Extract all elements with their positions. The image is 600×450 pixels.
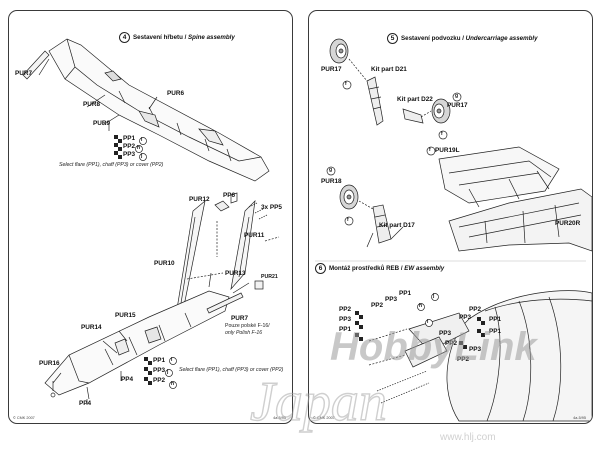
part-label-pp3: PP3 (123, 151, 136, 158)
part-label-pp3-bottom: PP3 (153, 367, 166, 374)
part-label-pp4-b: PP4 (79, 400, 92, 407)
spine-assembly-drawing (22, 38, 280, 405)
step-ref-g-a: g (455, 93, 459, 99)
part-label-pur19l: PUR19L (435, 147, 460, 154)
part-label-pp2-e: PP2 (457, 356, 470, 363)
step-ref-h-a: h (419, 303, 423, 309)
step-ref-i-a: i (427, 319, 429, 325)
part-label-pp2-bottom: PP2 (153, 377, 166, 384)
part-label-pur18: PUR18 (321, 178, 342, 185)
step-ref-f-c: f (429, 147, 431, 153)
section-4-title-cz: Sestavení hřbetu / (133, 34, 189, 42)
part-label-pur7-bottom: PUR7 (231, 315, 249, 322)
part-label-pp2-b: PP2 (371, 302, 384, 309)
part-label-pur9: PUR9 (93, 120, 111, 127)
part-label-pp1-c: PP1 (489, 316, 502, 323)
step-ref-g-b: g (329, 167, 333, 173)
selection-note-top: Select flare (PP1), chaff (PP3) or cover… (59, 162, 164, 168)
part-label-pur16: PUR16 (39, 360, 60, 367)
section-5-title-cz: Sestavení podvozku / (401, 35, 466, 43)
sheet-code-footer: 4a-5/95 (273, 416, 286, 420)
section-6-title-en: EW assembly (404, 265, 445, 273)
step-ref-f-d: f (347, 217, 349, 223)
section-6-number: 6 (315, 263, 326, 274)
part-label-pur17-a: PUR17 (321, 66, 342, 73)
part-label-pur11: PUR11 (244, 232, 265, 239)
step-ref-i: i (141, 137, 143, 143)
part-label-kit-d17: Kit part D17 (379, 222, 415, 229)
part-label-kit-d22: Kit part D22 (397, 96, 433, 103)
copyright-footer: © CMK 2007 (13, 416, 35, 420)
part-label-pur12: PUR12 (189, 196, 210, 203)
part-label-pp3-d: PP3 (439, 330, 452, 337)
part-label-pur10: PUR10 (154, 260, 175, 267)
section-4-title-en: Spine assembly (188, 34, 235, 42)
part-label-pur14: PUR14 (81, 324, 102, 331)
part-label-pp3-a: PP3 (339, 316, 352, 323)
pur7-note-line1: Pouze polské F-16/ (225, 323, 270, 329)
part-label-pp1-d: PP1 (489, 328, 502, 335)
step-ref-f-a: f (345, 81, 347, 87)
sheet-code-footer-right: 4a-5/95 (573, 416, 586, 420)
part-label-pp1-a: PP1 (339, 326, 352, 333)
part-label-pp2-a: PP2 (339, 306, 352, 313)
part-label-pp3-e: PP3 (469, 346, 482, 353)
part-label-pur15: PUR15 (115, 312, 136, 319)
part-label-pur13: PUR13 (225, 270, 246, 277)
part-label-pp2-c: PP2 (469, 306, 482, 313)
part-label-pp3-c: PP3 (459, 314, 472, 321)
part-label-pp2: PP2 (123, 143, 136, 150)
part-label-pp1-bottom: PP1 (153, 357, 166, 364)
section-6-title-cz: Montáž prostředků REB / (329, 265, 405, 273)
part-label-pp1: PP1 (123, 135, 136, 142)
part-label-pur20r: PUR20R (555, 220, 581, 227)
part-label-pur7: PUR7 (15, 70, 33, 77)
section-4-number: 4 (119, 32, 130, 43)
part-label-pp2-d: PP2 (445, 340, 458, 347)
undercarriage-ew-drawing (315, 38, 592, 422)
step-ref-j-bottom: j (167, 369, 169, 375)
part-label-pp4-a: PP4 (121, 376, 134, 383)
watermark-url: www.hlj.com (439, 432, 496, 443)
part-label-pp3-b: PP3 (385, 296, 398, 303)
part-label-pp6: PP6 (223, 192, 236, 199)
part-label-pur21: PUR21 (261, 274, 278, 280)
part-label-pp5: 3x PP5 (261, 204, 282, 211)
step-ref-h-bottom: h (171, 381, 175, 387)
selection-note-bottom: Select flare (PP1), chaff (PP3) or cover… (179, 367, 284, 373)
step-ref-i-bottom: i (171, 357, 173, 363)
part-label-pur8: PUR8 (83, 101, 101, 108)
step-ref-j-a: j (433, 293, 435, 299)
part-label-pur6: PUR6 (167, 90, 185, 97)
step-ref-h: h (137, 145, 141, 151)
section-5-title-en: Undercarriage assembly (465, 35, 538, 43)
part-label-pur17-b: PUR17 (447, 102, 468, 109)
part-label-kit-d21: Kit part D21 (371, 66, 407, 73)
copyright-footer-right: © CMK 2007 (313, 416, 335, 420)
pur7-note-line2: only Polish F-16 (225, 330, 263, 336)
part-label-pp1-b: PP1 (399, 290, 412, 297)
step-ref-f-b: f (441, 131, 443, 137)
section-5-number: 5 (387, 33, 398, 44)
step-ref-j: j (141, 153, 143, 159)
